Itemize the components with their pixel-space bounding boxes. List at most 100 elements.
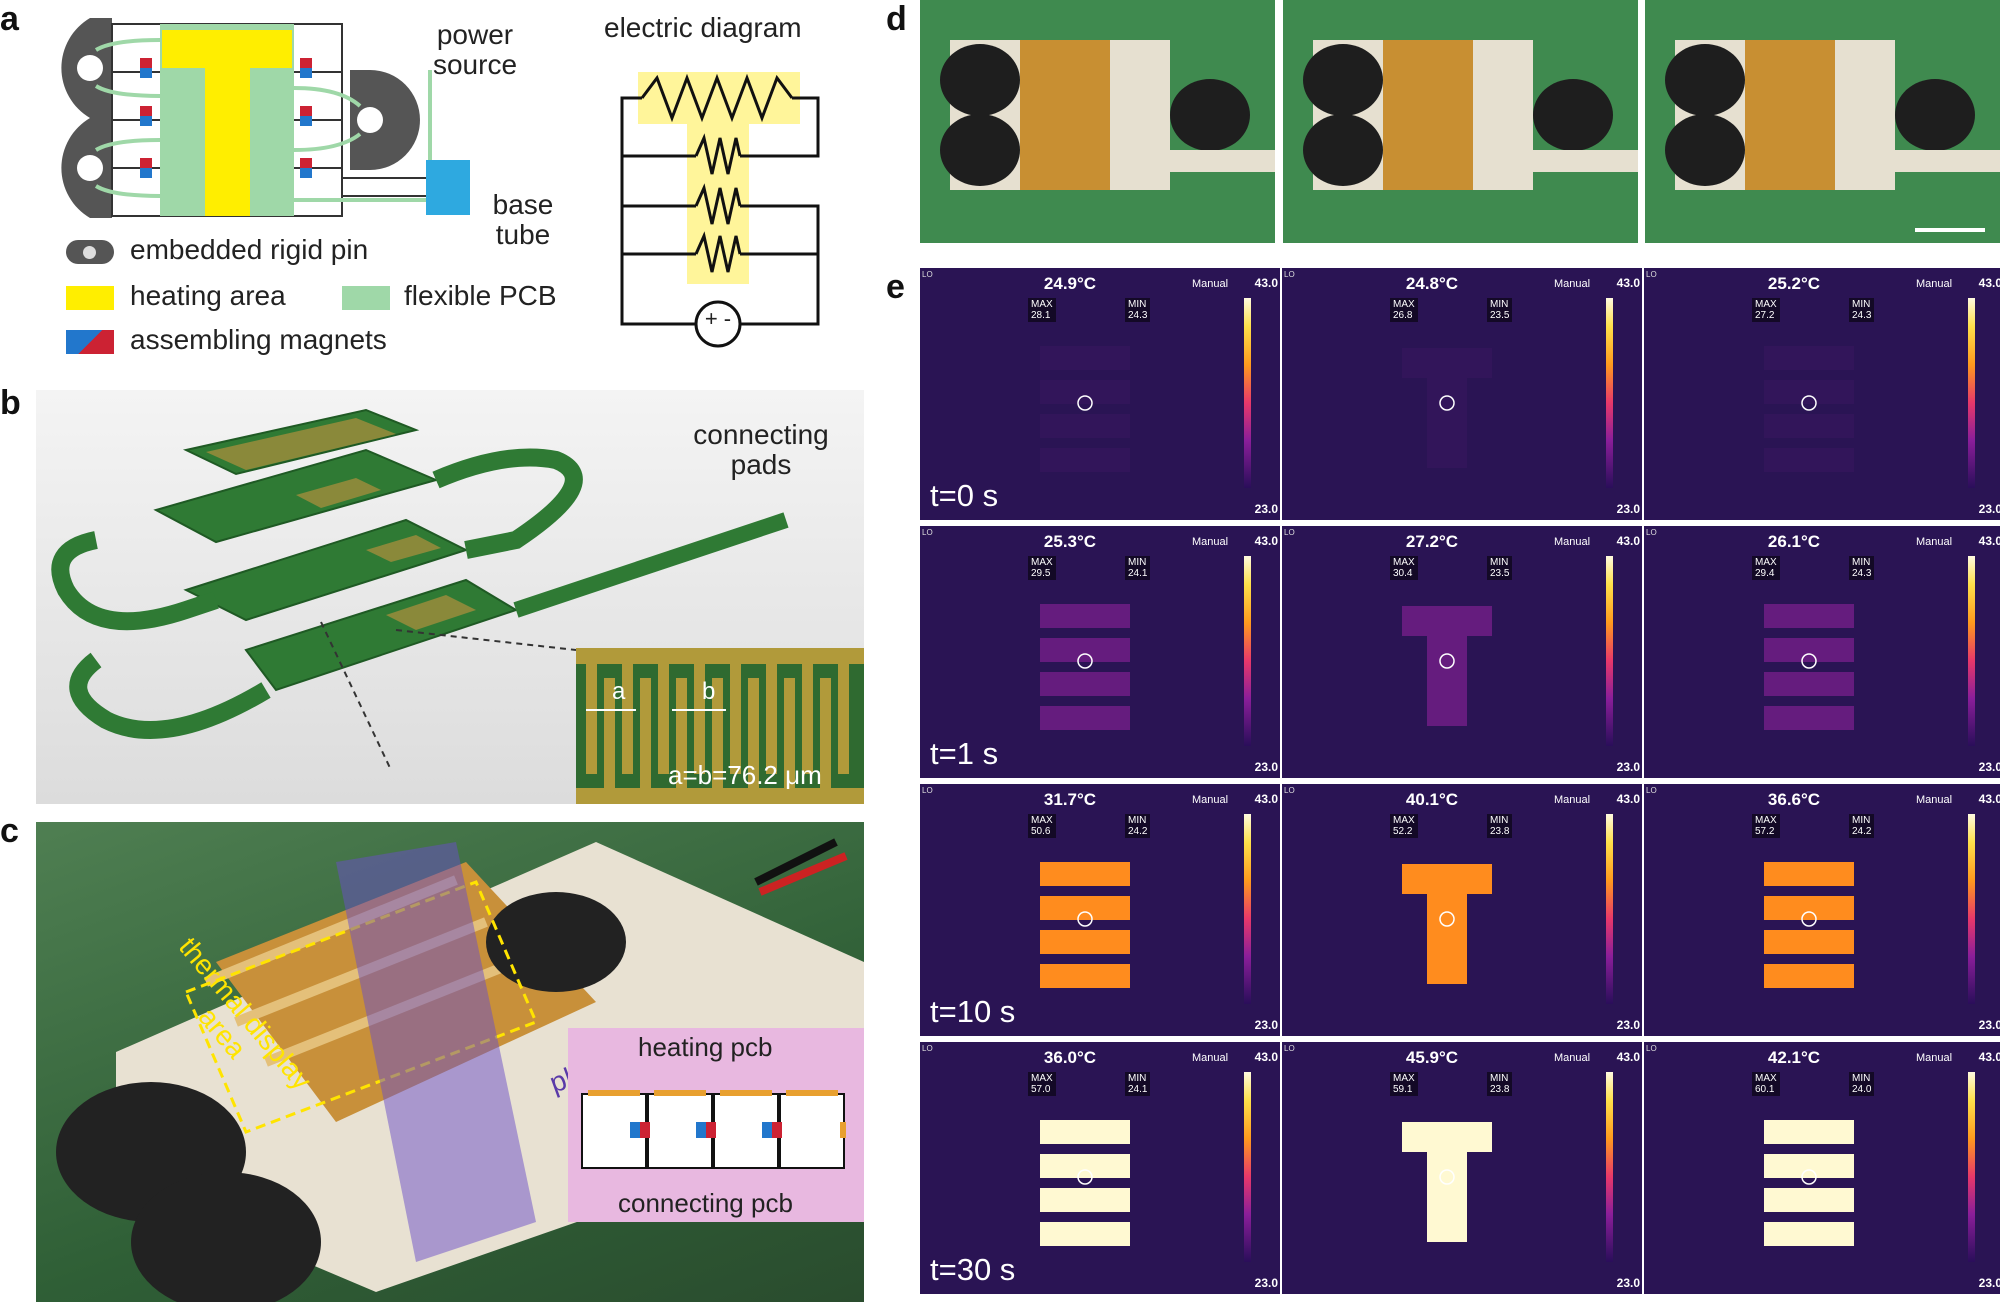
color-scale-bar [1606,556,1613,746]
center-temperature: 25.3°C [1043,532,1097,551]
max-label: MAX [1031,815,1053,826]
scale-min: 23.0 [1254,1018,1278,1032]
cross-section-diagram [581,1090,846,1169]
time-label: t=0 s [930,478,999,513]
thermal-image [1040,346,1130,472]
min-label: MIN [1490,299,1509,310]
photo-d-2 [1283,0,1638,243]
heating-pcb-label: heating pcb [638,1032,773,1062]
min-label: MIN [1128,815,1147,826]
max-label: MAX [1031,1073,1053,1084]
max-label: MAX [1393,1073,1415,1084]
circuit-svg [620,72,820,348]
max-value: 27.2 [1755,310,1775,321]
scale-max: 43.0 [1978,276,2000,290]
scale-min: 23.0 [1616,760,1640,774]
scale-max: 43.0 [1978,1050,2000,1064]
color-scale-bar [1606,298,1613,488]
min-value: 24.3 [1852,310,1872,321]
legend-swatch-magnets [66,330,114,354]
time-label: t=30 s [930,1252,1016,1287]
legend-swatch-flex-pcb [342,286,390,310]
lo-tag: LO [1284,270,1295,279]
min-label: MIN [1490,557,1509,568]
mode-label: Manual [1916,794,1953,806]
lo-tag: LO [922,270,933,279]
scale-max: 43.0 [1978,534,2000,548]
mode-label: Manual [1554,536,1591,548]
center-temperature: 36.0°C [1043,1048,1097,1067]
center-temperature: 24.8°C [1405,274,1459,293]
min-value: 24.3 [1128,310,1148,321]
cross-section-inset: heating pcb connecting pcb [568,1028,864,1222]
thermal-image [1764,1120,1854,1246]
center-temperature: 26.1°C [1767,532,1821,551]
device-schematic [61,18,470,218]
legend-label-heating: heating area [130,280,286,311]
time-label: t=1 s [930,736,999,771]
dimension-equation: a=b=76.2 μm [668,760,822,790]
legend-swatch-heating [66,286,114,310]
scale-max: 43.0 [1616,276,1640,290]
thermal-image [1764,346,1854,472]
color-scale-bar [1606,814,1613,1004]
scale-min: 23.0 [1616,1276,1640,1290]
lo-tag: LO [922,1044,933,1053]
mode-label: Manual [1916,1052,1953,1064]
panel-label-d: d [886,0,907,38]
panel-c-photo: thermal display area plane D heating pcb… [36,822,864,1302]
min-label: MIN [1490,815,1509,826]
legend-label-flex-pcb: flexible PCB [404,280,557,311]
max-value: 30.4 [1393,568,1413,579]
min-label: MIN [1128,557,1147,568]
max-value: 50.6 [1031,826,1051,837]
center-temperature: 25.2°C [1767,274,1821,293]
thermal-image [1764,604,1854,730]
panel-label-a: a [0,0,19,38]
min-value: 23.5 [1490,310,1510,321]
min-value: 23.5 [1490,568,1510,579]
scale-max: 43.0 [1254,1050,1278,1064]
max-value: 26.8 [1393,310,1413,321]
panel-label-b: b [0,384,21,422]
scale-min: 23.0 [1978,1018,2000,1032]
power-source-label: power source [432,19,518,80]
lo-tag: LO [1284,786,1295,795]
scale-min: 23.0 [1254,1276,1278,1290]
lo-tag: LO [922,786,933,795]
thermal-image [1402,348,1492,468]
scale-max: 43.0 [1616,792,1640,806]
scale-max: 43.0 [1254,276,1278,290]
max-value: 60.1 [1755,1084,1775,1095]
center-temperature: 31.7°C [1043,790,1097,809]
scale-min: 23.0 [1978,502,2000,516]
center-temperature: 42.1°C [1767,1048,1821,1067]
lo-tag: LO [1646,270,1657,279]
center-temperature: 24.9°C [1043,274,1097,293]
lo-tag: LO [1646,528,1657,537]
color-scale-bar [1244,298,1251,488]
max-label: MAX [1755,299,1777,310]
scale-min: 23.0 [1978,760,2000,774]
scale-min: 23.0 [1616,1018,1640,1032]
scale-min: 23.0 [1978,1276,2000,1290]
legend-swatch-rigid-pin [66,240,114,264]
max-value: 59.1 [1393,1084,1413,1095]
